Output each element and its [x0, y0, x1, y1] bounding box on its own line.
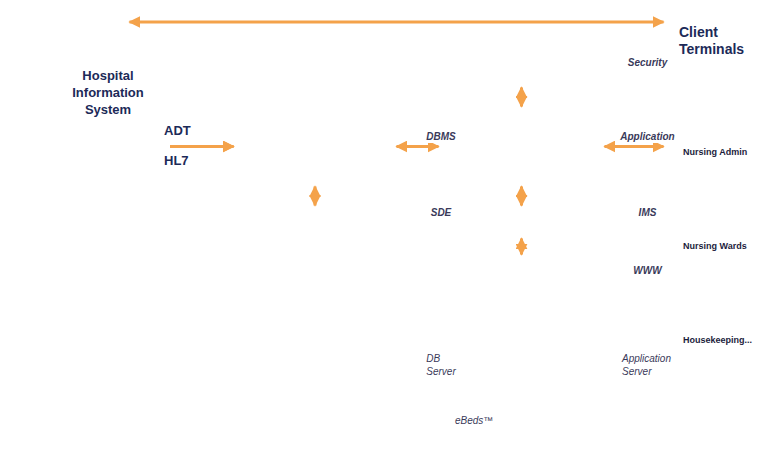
flow-arrow — [520, 239, 523, 255]
terminal-icon: Housekeeping... — [675, 264, 769, 348]
server-housing: eBeds™ DB Server DBMS SDE SecurityApplicatio… — [203, 28, 633, 446]
terminal-bevel — [691, 77, 751, 82]
shape-part — [7, 41, 83, 117]
node-label: Security — [628, 57, 667, 68]
terminal-bevel — [745, 265, 751, 322]
module-pill: SDE — [235, 207, 395, 237]
node-shape — [222, 97, 408, 398]
signal-label: HL7 — [164, 153, 189, 168]
cloud-outline — [0, 24, 210, 182]
region-label: DB Server — [422, 352, 459, 378]
shape-part — [0, 94, 60, 154]
terminal-screen — [691, 82, 745, 134]
node-label: Nursing Admin — [683, 147, 772, 158]
node-label: Housekeeping... — [683, 335, 772, 346]
module-pill: Security — [440, 58, 603, 86]
flow-arrow — [170, 145, 234, 148]
flow-arrow — [314, 187, 317, 206]
globe-logo — [439, 410, 447, 430]
flow-arrow — [170, 145, 234, 148]
housing-outline — [204, 29, 632, 445]
shape-part — [105, 109, 175, 179]
globe-logo — [433, 415, 453, 425]
process-box: Application — [440, 108, 603, 185]
globe-logo — [433, 410, 453, 430]
node-label: eBeds™ — [455, 415, 493, 426]
node-shape — [440, 58, 603, 86]
terminal-bevel — [691, 265, 751, 270]
node-outline — [203, 28, 633, 446]
region-label: Application Server — [618, 352, 675, 378]
node-outline — [665, 14, 772, 374]
node-label: Application — [616, 130, 678, 143]
node-shape — [440, 256, 603, 380]
logo-rule — [473, 432, 533, 433]
node-label: Nursing Wards — [683, 241, 772, 252]
module-pill: IMS — [440, 207, 603, 237]
cloud-fill — [1, 25, 209, 181]
shape-part — [44, 110, 116, 182]
edge-label-holder: ADT — [164, 123, 191, 138]
node-shape — [665, 14, 772, 374]
node-label: WWW — [629, 264, 665, 277]
node-label: DBMS — [422, 130, 459, 143]
web-box: WWW — [440, 256, 603, 380]
node-shape — [235, 108, 395, 185]
node-shape — [440, 108, 603, 185]
terminal-icon: Nursing Admin — [675, 76, 769, 160]
node-label: Hospital Information System — [58, 68, 158, 119]
shape-part — [104, 108, 176, 180]
terminal-bevel — [745, 171, 751, 228]
flow-arrow — [130, 21, 664, 24]
flow-arrow — [520, 88, 523, 107]
shape-part — [150, 86, 210, 146]
client-panel: Client TerminalsNursing AdminNursing War… — [665, 14, 772, 374]
node-label: Client Terminals — [679, 24, 771, 58]
terminal-bevel — [691, 171, 751, 176]
shape-part — [1, 95, 59, 153]
terminal-screen — [691, 270, 745, 322]
flow-arrow — [605, 145, 664, 148]
node-label: IMS — [635, 206, 661, 219]
shape-part — [45, 111, 115, 181]
server-region: DB ServerDBMSSDE — [222, 97, 408, 398]
node-shape — [203, 28, 633, 446]
terminal-screen — [691, 176, 745, 228]
shape-part — [8, 42, 82, 116]
shape-part — [151, 87, 209, 145]
edge-label-holder: HL7 — [164, 153, 189, 168]
node-shape — [235, 207, 395, 237]
signal-label: ADT — [164, 123, 191, 138]
process-box: DBMS — [235, 108, 395, 185]
flow-arrow — [520, 187, 523, 206]
node-label: SDE — [427, 206, 456, 219]
panel-outline — [666, 15, 772, 373]
node-shape — [440, 207, 603, 237]
flow-arrow — [397, 145, 439, 148]
terminal-icon: Nursing Wards — [675, 170, 769, 254]
terminal-bevel — [745, 77, 751, 134]
